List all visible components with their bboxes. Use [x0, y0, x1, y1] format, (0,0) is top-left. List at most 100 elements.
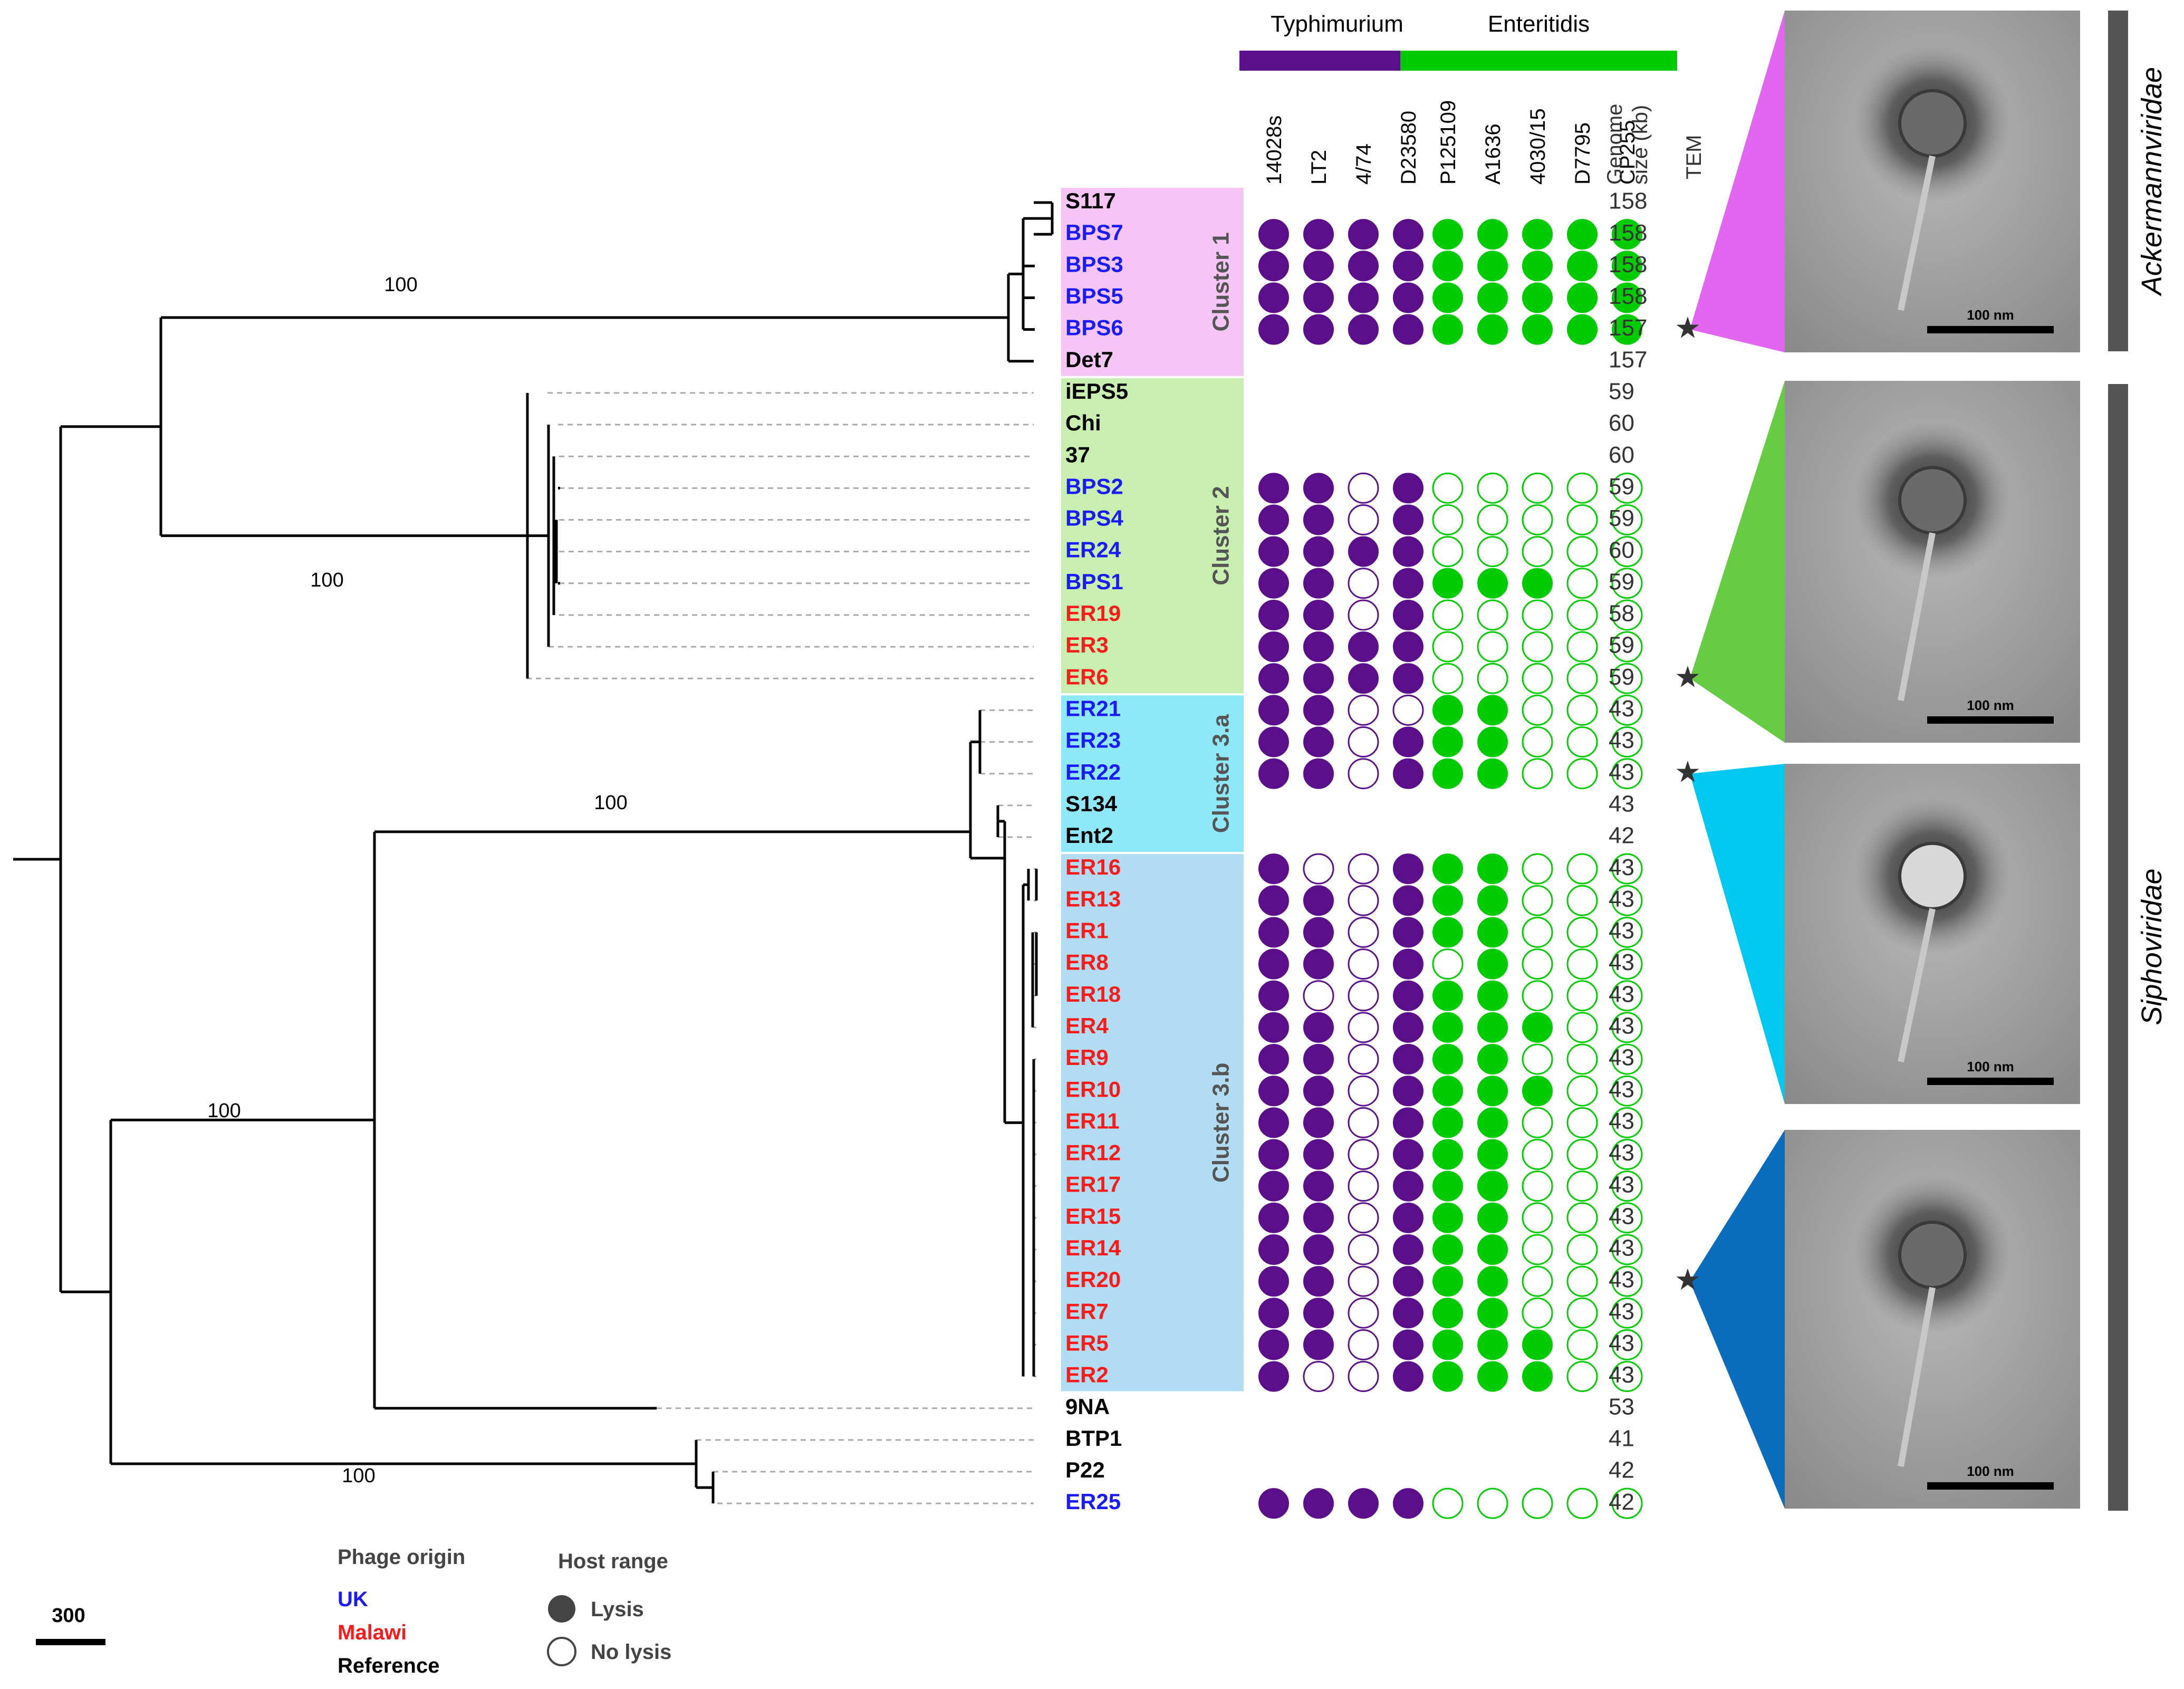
phage-label: BPS5: [1065, 284, 1123, 309]
lysis-dot: [1567, 282, 1598, 313]
lysis-dot: [1393, 1361, 1423, 1392]
lysis-dot: [1258, 631, 1289, 663]
no-lysis-dot: [1522, 853, 1553, 885]
lysis-dot: [1258, 568, 1289, 599]
lysis-dot: [1432, 1202, 1463, 1233]
lysis-dot: [1303, 536, 1334, 567]
lysis-dot: [1432, 1298, 1463, 1329]
no-lysis-dot: [1611, 663, 1643, 694]
lysis-dot: [1303, 726, 1334, 757]
phage-label: ER14: [1065, 1235, 1121, 1260]
lysis-dot: [1477, 758, 1508, 789]
tem-wedge-3: [1690, 764, 1785, 1104]
phage-tail: [1898, 155, 1936, 311]
genome-size: 60: [1609, 537, 1634, 563]
no-lysis-dot: [1522, 1043, 1553, 1075]
tem-panel: ★100 nm★100 nm★100 nm★100 nmAckermannvir…: [1675, 11, 2168, 1511]
lysis-dot: [1393, 726, 1423, 757]
lysis-dot: [1258, 726, 1289, 757]
lysis-dot: [1303, 1234, 1334, 1265]
tem-scale-label: 100 nm: [1967, 1463, 2014, 1479]
phage-capsid: [1898, 89, 1967, 158]
lysis-dot: [1258, 917, 1289, 948]
no-lysis-dot: [1611, 853, 1643, 885]
lysis-dot: [1348, 219, 1379, 250]
lysis-dot: [1303, 568, 1334, 599]
lysis-dot: [1477, 1202, 1508, 1233]
no-lysis-dot: [1566, 1265, 1598, 1297]
lysis-dot: [1393, 853, 1423, 885]
no-lysis-dot: [1522, 631, 1553, 663]
lysis-dot: [1477, 1266, 1508, 1297]
genome-header: Genome: [1603, 104, 1627, 185]
scale-bar-label: 300: [52, 1605, 85, 1627]
cluster-label-4: Cluster 3.b: [1208, 1063, 1234, 1183]
no-lysis-dot: [1432, 1488, 1464, 1519]
genome-size: 53: [1609, 1394, 1634, 1419]
lysis-dot: [1348, 663, 1379, 694]
lysis-dot: [1477, 251, 1508, 282]
lysis-dot: [1393, 599, 1423, 630]
lysis-dot: [1432, 1107, 1463, 1138]
phage-label: BPS1: [1065, 569, 1123, 594]
lysis-dot: [1303, 1139, 1334, 1170]
no-lysis-dot: [1303, 1361, 1334, 1393]
no-lysis-dot: [1522, 1202, 1553, 1234]
no-lysis-dot: [1611, 1329, 1643, 1360]
no-lysis-dot: [1522, 948, 1553, 980]
star-icon: ★: [1675, 660, 1701, 693]
no-lysis-dot: [1348, 1139, 1379, 1170]
lysis-dot: [1258, 1170, 1289, 1202]
lysis-dot: [1303, 251, 1334, 282]
lysis-dot: [1393, 980, 1423, 1011]
no-lysis-dot: [1348, 1075, 1379, 1107]
genome-size: 43: [1609, 1172, 1634, 1197]
tem-wedge-1: [1690, 11, 1785, 352]
genome-size: 43: [1609, 1267, 1634, 1293]
genome-size: 59: [1609, 505, 1634, 531]
lysis-dot: [1258, 1076, 1289, 1107]
phage-tail: [1898, 1287, 1936, 1467]
genome-size: 43: [1609, 1077, 1634, 1102]
lysis-dot: [1393, 568, 1423, 599]
lysis-dot: [1477, 885, 1508, 916]
group-bar-2: [1400, 51, 1677, 71]
phage-label: ER2: [1065, 1362, 1109, 1387]
star-icon: ★: [1675, 755, 1701, 789]
lysis-dot: [1258, 1202, 1289, 1233]
lysis-dot: [1258, 885, 1289, 916]
no-lysis-dot: [1611, 948, 1643, 980]
no-lysis-dot: [1566, 663, 1598, 694]
phage-label: S134: [1065, 791, 1118, 816]
no-lysis-dot: [1611, 758, 1643, 790]
phage-label: ER18: [1065, 982, 1121, 1006]
phage-capsid: [1898, 466, 1967, 535]
no-lysis-dot: [1348, 504, 1379, 535]
lysis-dot: [1303, 1266, 1334, 1297]
lysis-dot: [1258, 663, 1289, 694]
genome-size: 43: [1609, 1140, 1634, 1166]
phage-label: ER21: [1065, 696, 1121, 721]
no-lysis-dot: [1611, 1361, 1643, 1393]
no-lysis-dot: [1477, 599, 1508, 631]
lysis-dot: [1303, 1076, 1334, 1107]
cluster-label-3: Cluster 3.a: [1208, 714, 1234, 833]
no-lysis-dot: [1432, 663, 1464, 694]
genome-size: 43: [1609, 1045, 1634, 1071]
no-lysis-dot: [1566, 1043, 1598, 1075]
genome-size: 42: [1609, 823, 1634, 849]
lysis-dot: [1393, 1170, 1423, 1202]
lysis-dot: [1348, 631, 1379, 663]
genome-size: 59: [1609, 569, 1634, 594]
genome-size: 42: [1609, 1489, 1634, 1515]
lysis-dot: [1432, 917, 1463, 948]
no-lysis-dot: [1348, 1043, 1379, 1075]
bootstrap-label: 100: [384, 274, 417, 296]
phage-label: BPS2: [1065, 474, 1123, 498]
lysis-dot: [1303, 917, 1334, 948]
phage-label: ER24: [1065, 538, 1121, 562]
genome-size: 43: [1609, 727, 1634, 753]
lysis-dot: [1432, 282, 1463, 313]
